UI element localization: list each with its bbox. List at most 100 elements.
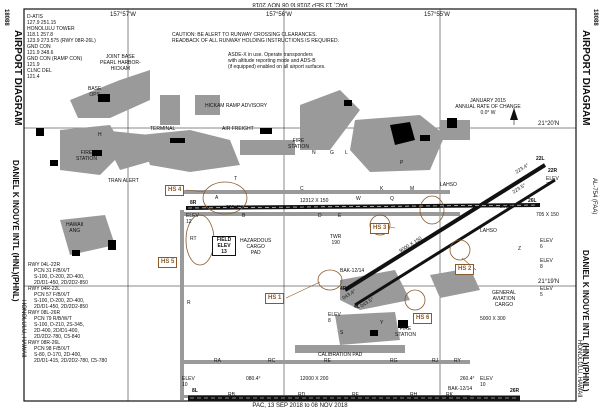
- rwy-info-line: S-100, D-200, 2D-400,: [34, 298, 85, 304]
- rwy-info-line: 2D/2D2-780, C5-840: [34, 334, 81, 340]
- magvar-title: ANNUAL RATE OF CHANGE: [455, 104, 521, 110]
- bak-label: BAK-12/14: [448, 386, 473, 392]
- rwy-info-line: 2D-400, 2D/D1-400,: [34, 328, 79, 334]
- freq-line: CLNC DEL: [27, 68, 52, 74]
- fire-station-label: FIRE STATION: [395, 326, 416, 338]
- chart-frame: [23, 8, 577, 402]
- taxiway-label: RY: [454, 358, 461, 364]
- taxiway-label: RK: [446, 392, 453, 398]
- runway-info: RWY 04L-22R PCN 31 F/B/X/T S-100, D-200,…: [28, 262, 158, 364]
- runway-end-label: 4R: [340, 286, 347, 292]
- elevation-label: ELEV 6: [540, 238, 553, 250]
- runway-dim: 12000 X 200: [300, 376, 329, 382]
- runway-end-label: 8R: [190, 200, 197, 206]
- runway-end-label: 26R: [510, 388, 520, 394]
- taxiway-label: RB: [228, 392, 235, 398]
- taxiway-label: RJ: [432, 358, 439, 364]
- rwy-info-line: S-100, D-200, 2D-400,: [34, 274, 85, 280]
- magvar-value: 0.0° W: [480, 110, 496, 116]
- runway-heading: 080.4°: [226, 205, 241, 211]
- frequency-list: D-ATIS 127.9 251.15 HONOLULU TOWER 118.1…: [27, 14, 132, 80]
- rwy-info-line: RWY 08L-26R: [28, 310, 61, 316]
- taxiway-label: W: [356, 196, 361, 202]
- taxiway-label: RE: [324, 358, 331, 364]
- taxiway-label: M: [410, 186, 415, 192]
- taxiway-label: R: [187, 300, 191, 306]
- taxiway-label: H: [98, 132, 102, 138]
- taxiway-label: D: [318, 213, 322, 219]
- elevation-label: ELEV 8: [328, 312, 341, 324]
- bak-label: BAK-12/14: [340, 268, 365, 274]
- freq-line: 121.9 348.6: [27, 50, 54, 56]
- taxiway-label: RA: [214, 358, 221, 364]
- freq-line: GND CON (RAMP CON): [27, 56, 83, 62]
- hot-spot-4[interactable]: HS 4: [165, 185, 185, 196]
- rwy-info-line: 2D/D1-450, 2D/2D2-850: [34, 304, 88, 310]
- asde-note: ASDE-X in use. Operate transponders with…: [228, 52, 388, 70]
- taxiway-label: Q: [390, 196, 394, 202]
- hot-spot-1[interactable]: HS 1: [265, 293, 285, 304]
- taxiway-label: P: [400, 160, 404, 166]
- field-elev-box: FIELD ELEV 13: [212, 236, 236, 256]
- taxiway-label: RF: [352, 392, 359, 398]
- freq-line: 118.1 257.8: [27, 32, 54, 38]
- taxiway-label: B: [242, 213, 246, 219]
- freq-line: 121.9: [27, 62, 40, 68]
- tran-alert-label: TRAN ALERT: [108, 178, 139, 184]
- lon-label-1: 157°57'W: [110, 12, 136, 18]
- fire-station-label: FIRE STATION: [288, 138, 309, 150]
- hot-spot-5[interactable]: HS 5: [158, 257, 178, 268]
- runway-end-label: 26L: [528, 198, 537, 204]
- rwy-info-line: 2D/D1-450, 2D/2D2-850: [34, 280, 88, 286]
- runway-end-label: 8L: [192, 388, 198, 394]
- taxiway-label: Y: [380, 320, 384, 326]
- hot-spot-3[interactable]: HS 3: [370, 223, 390, 234]
- taxiway-label: RH: [410, 392, 418, 398]
- lon-label-2: 157°56'W: [266, 12, 292, 18]
- taxiway-label: C: [300, 186, 304, 192]
- hot-spot-6[interactable]: HS 6: [413, 313, 433, 324]
- taxiway-label: S: [340, 330, 344, 336]
- runway-dim: 705 X 150: [536, 212, 559, 218]
- lahso-label: LAHSO: [440, 182, 457, 188]
- runway-end-label: 22L: [536, 156, 545, 162]
- elevation-label: ELEV 7: [546, 176, 559, 188]
- elevation-label: ELEV 5: [540, 286, 553, 298]
- rwy-info-line: RWY 08R-26L: [28, 340, 61, 346]
- magvar-note: JANUARY 2015 ANNUAL RATE OF CHANGE 0.0° …: [448, 98, 528, 116]
- hazardous-cargo-label: HAZARDOUS CARGO PAD: [240, 238, 272, 256]
- rwy-info-line: PCN 31 F/B/X/T: [34, 268, 70, 274]
- caution-note: CAUTION: BE ALERT TO RUNWAY CROSSING CLE…: [172, 32, 402, 44]
- taxiway-label: RC: [268, 358, 276, 364]
- runway-heading: 260.4°: [500, 204, 515, 210]
- rwy-info-line: 2D/D1-415, 2D/2D2-780, C5-780: [34, 358, 108, 364]
- lat-label-1: 21°20'N: [538, 121, 560, 127]
- elevation-label: ELEV 8: [540, 258, 553, 270]
- freq-line: 123.9 273.575 (RWY 08R-26L): [27, 38, 96, 44]
- taxiway-label: G: [330, 150, 334, 156]
- lahso-label: LAHSO: [480, 228, 497, 234]
- terminal-label: TERMINAL: [150, 126, 176, 132]
- taxiway-label: T: [234, 176, 238, 182]
- taxiway-label: RT: [190, 236, 197, 242]
- rwy-info-line: PCN 57 F/B/X/T: [34, 292, 70, 298]
- ga-cargo-label: GENERAL AVIATION CARGO: [492, 290, 516, 308]
- taxiway-label: N: [312, 150, 316, 156]
- rwy-info-line: S-100, D-210, 2S-345,: [34, 322, 85, 328]
- runway-end-label: 4L: [354, 304, 360, 310]
- runway-dim: 5000 X 300: [480, 316, 506, 322]
- hot-spot-2[interactable]: HS 2: [455, 264, 475, 275]
- freq-line: GND CON: [27, 44, 51, 50]
- runway-dim: 12312 X 150: [300, 198, 329, 204]
- elevation-label: ELEV 10: [182, 376, 195, 388]
- caution-line-2: READBACK OF ALL RUNWAY HOLDING INSTRUCTI…: [172, 38, 339, 44]
- bottom-footer: PAC, 13 SEP 2018 to 08 NOV 2018: [252, 403, 348, 409]
- rwy-info-line: RWY 04L-22R: [28, 262, 61, 268]
- hickam-ramp-label: HICKAM RAMP ADVISORY: [205, 103, 268, 109]
- freq-line: D-ATIS: [27, 14, 44, 20]
- runway-heading: 260.4°: [460, 376, 475, 382]
- joint-base-label: JOINT BASE PEARL HARBOR- HICKAM: [100, 54, 141, 72]
- freq-line: 127.9 251.15: [27, 20, 57, 26]
- elevation-label: ELEV 10: [480, 376, 493, 388]
